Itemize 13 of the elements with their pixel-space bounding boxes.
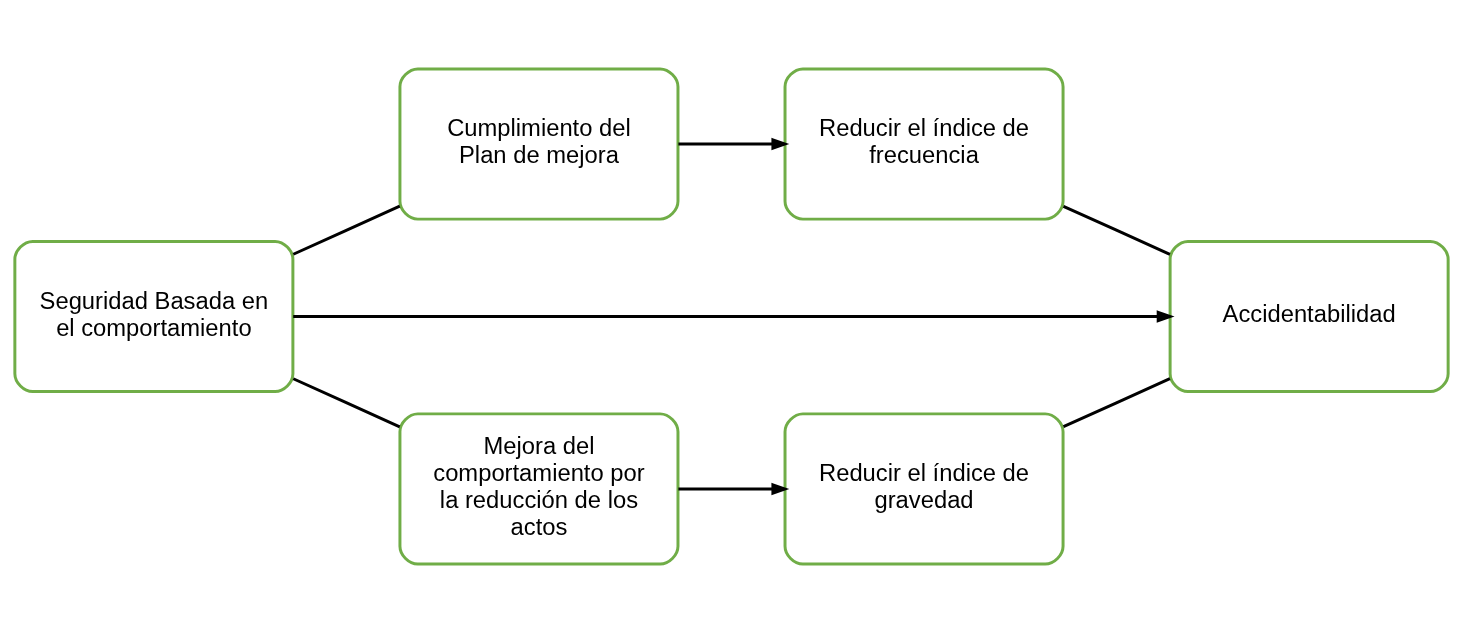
node-box: Reducir el índice de frecuencia bbox=[783, 66, 1065, 221]
arrow bbox=[293, 309, 1175, 323]
arrow bbox=[678, 137, 790, 150]
connector bbox=[1062, 204, 1171, 256]
arrow bbox=[678, 482, 790, 495]
node-box: Cumplimiento del Plan de mejora bbox=[398, 66, 680, 221]
node-box: Accidentabilidad bbox=[1168, 239, 1450, 393]
connector bbox=[292, 204, 401, 256]
node-box: Reducir el índice de gravedad bbox=[783, 411, 1065, 566]
connector bbox=[292, 376, 401, 428]
connector bbox=[1062, 376, 1171, 428]
node-box: Seguridad Basada en el comportamiento bbox=[13, 239, 295, 393]
node-box: Mejora del comportamiento por la reducción de los actos bbox=[398, 411, 680, 566]
